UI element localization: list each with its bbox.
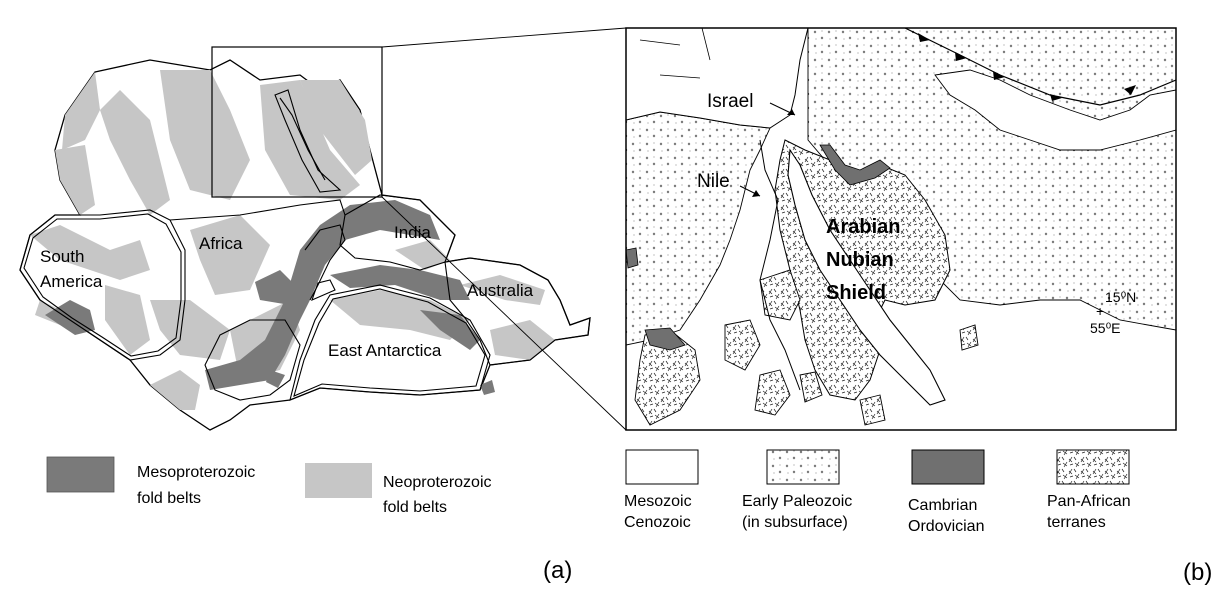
label-shield-line2: Nubian [826, 249, 894, 271]
legend-neo-line2: fold belts [383, 499, 447, 516]
legend-swatch-mesozoic [625, 449, 699, 485]
label-india: India [394, 223, 431, 242]
legend-panafrican-line1: Pan-African [1047, 493, 1131, 510]
australia-outline [444, 257, 591, 366]
coord-lon: 55⁰E [1090, 320, 1121, 336]
legend-swatch-cambrian [911, 449, 985, 485]
legend-b: Mesozoic Cenozoic Early Paleozoic (in su… [624, 449, 1212, 586]
legend-paleozoic-line2: (in subsurface) [742, 514, 848, 531]
south-america-outline [19, 209, 186, 361]
gulf-water [934, 69, 1176, 151]
nile-river [759, 139, 801, 391]
east-antarctica-outline [289, 284, 491, 401]
inset-extent-box [211, 46, 383, 198]
legend-meso-line1: Mesoproterozoic [137, 464, 255, 481]
label-south-america-line1: South [40, 247, 84, 266]
legend-mesozoic-line1: Mesozoic [624, 493, 692, 510]
legend-paleozoic-line1: Early Paleozoic [742, 493, 852, 510]
label-israel: Israel [707, 91, 753, 112]
legend-panafrican-line2: terranes [1047, 514, 1106, 531]
label-shield-line3: Shield [826, 282, 886, 304]
coord-marker: + [1096, 303, 1104, 319]
label-australia: Australia [467, 281, 534, 300]
legend-cambrian-line2: Ordovician [908, 518, 984, 535]
label-shield-line1: Arabian [826, 216, 900, 238]
cambrian-belt [819, 144, 891, 186]
label-south-america-line2: America [40, 272, 103, 291]
label-nile: Nile [697, 171, 730, 192]
legend-swatch-meso [46, 456, 115, 493]
label-east-antarctica: East Antarctica [328, 341, 442, 360]
coord-lat: 15⁰N [1105, 289, 1136, 305]
mediterranean [626, 28, 809, 129]
india-outline [339, 194, 456, 271]
map-b: Israel Nile Arabian Nubian Shield 15⁰N +… [625, 27, 1177, 431]
map-b-frame [625, 27, 1177, 431]
legend-swatch-paleozoic [766, 449, 840, 485]
mesoproterozoic-belts [45, 200, 495, 395]
legend-swatch-neo [305, 463, 372, 498]
label-africa: Africa [199, 234, 243, 253]
continent-outlines [19, 89, 591, 401]
legend-cambrian-line1: Cambrian [908, 497, 977, 514]
legend-mesozoic-line2: Cenozoic [624, 514, 691, 531]
thrust-front [904, 28, 1176, 106]
red-sea [787, 148, 946, 406]
legend-a: Mesoproterozoic fold belts Neoproterozoi… [46, 456, 572, 584]
panel-label-a: (a) [543, 557, 572, 584]
legend-neo-line1: Neoproterozoic [383, 474, 492, 491]
legend-swatch-panafrican [1056, 449, 1130, 485]
map-a: South America Africa India Australia Eas… [19, 27, 627, 431]
panel-label-b: (b) [1183, 559, 1212, 586]
legend-meso-line2: fold belts [137, 490, 201, 507]
neoproterozoic-belts [30, 70, 555, 410]
